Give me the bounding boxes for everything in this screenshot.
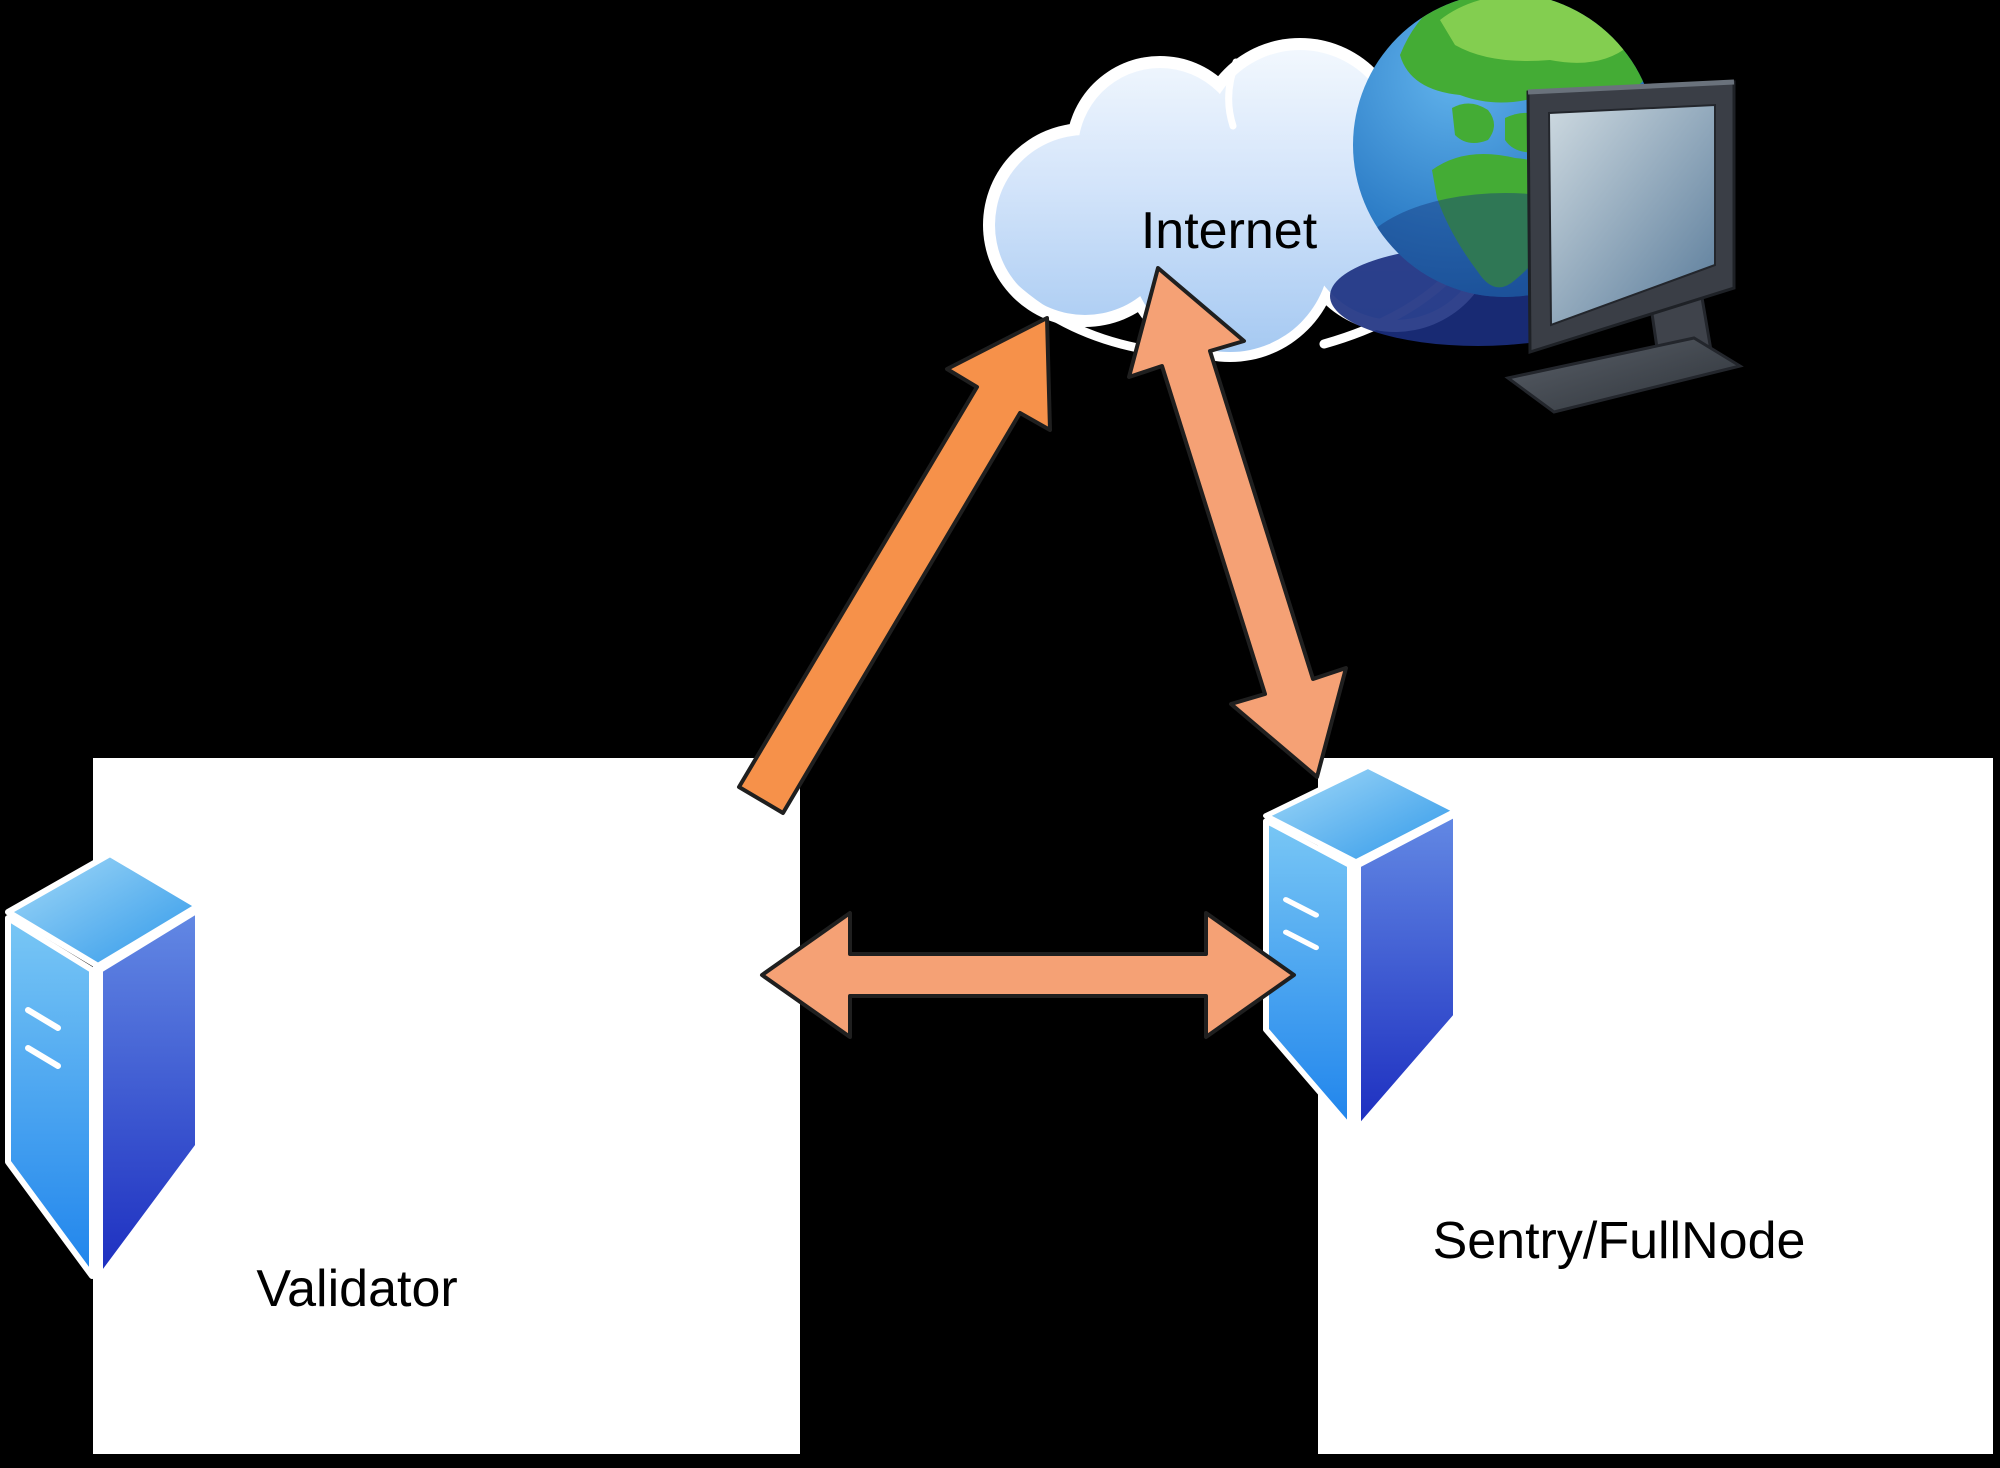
internet-label: Internet bbox=[1141, 202, 1318, 260]
monitor-icon bbox=[1504, 79, 1744, 414]
validator-label: Validator bbox=[256, 1260, 457, 1318]
arrow-validator-to-internet bbox=[737, 316, 1052, 815]
arrow-internet-sentry-bidirectional bbox=[1127, 266, 1348, 779]
validator-box bbox=[93, 758, 800, 1454]
cloud-icon bbox=[983, 38, 1497, 362]
arrow-validator-sentry-bidirectional bbox=[760, 911, 1296, 1039]
sentry-label: Sentry/FullNode bbox=[1433, 1212, 1806, 1270]
